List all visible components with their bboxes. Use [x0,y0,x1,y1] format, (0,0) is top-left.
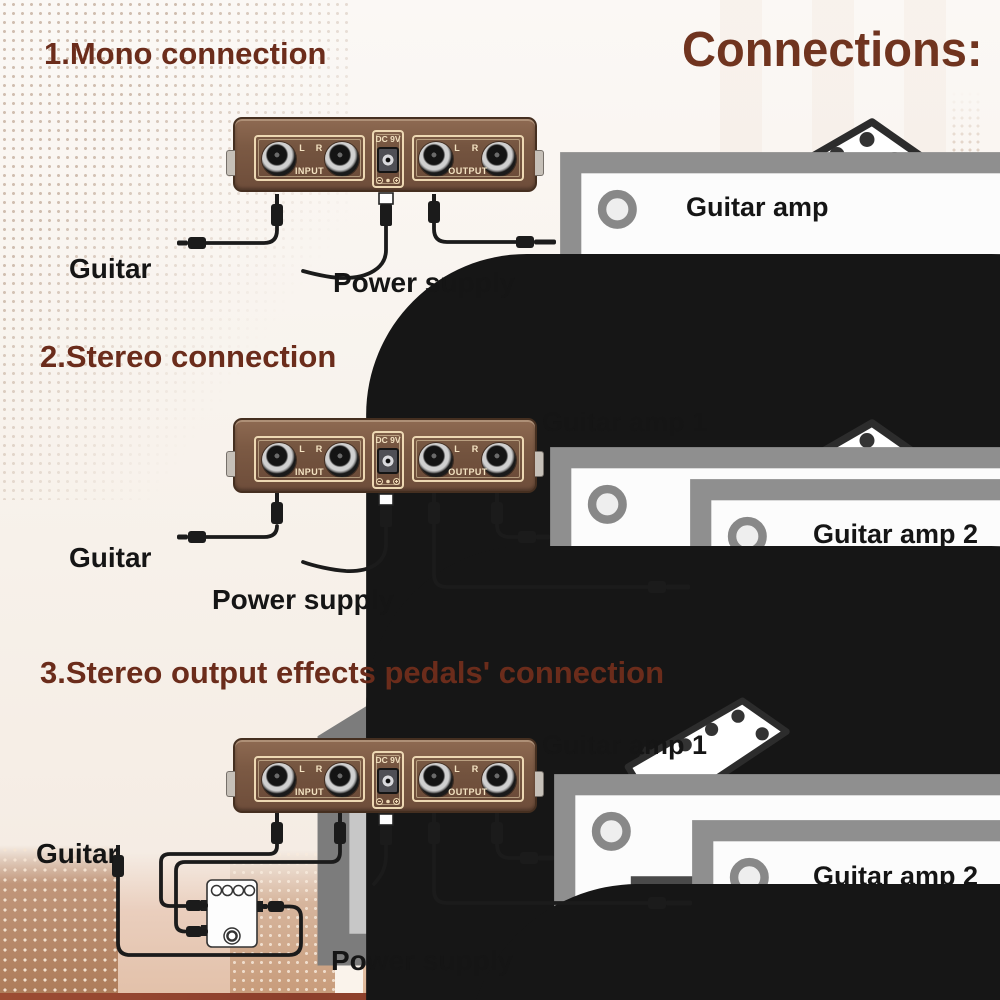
power-supply-label: Power supply [333,267,516,298]
power-supply-label: Power supply [212,584,395,615]
center-negative-polarity-icon [376,798,400,805]
output-jack-left [419,142,453,176]
dc-plug-connector [378,192,394,205]
dc-power-panel: DC 9V [372,751,404,809]
guitar-label: Guitar [36,838,119,869]
power-supply-label: Power supply [331,945,514,976]
section-2-title: 2.Stereo connection [40,339,337,374]
cable-plugs [112,813,692,937]
input-jack-right [325,443,359,477]
section-stereo-artwork [177,422,1000,1000]
output-panel-label: OUTPUT [448,787,488,797]
halftone-dots [0,0,350,500]
guitar-amp-label: Guitar amp [686,192,829,222]
output-jack-left [419,763,453,797]
dc-voltage-label: DC 9V [375,755,401,765]
input-panel: L R INPUT [254,135,365,181]
output-jack-right [482,443,516,477]
output-jack-right [482,763,516,797]
dc-voltage-label: DC 9V [375,134,401,144]
side-jack-left [226,451,235,477]
input-jack-left [262,763,296,797]
side-jack-right [535,771,544,797]
cables [204,522,652,589]
background-band [0,845,118,1000]
left-channel-label: L [454,444,460,454]
left-channel-label: L [299,143,305,153]
left-channel-label: L [454,764,460,774]
stereo-effects-pedal-device: L R INPUT DC 9V L R OUTPUT [226,418,544,493]
dc-power-jack [377,147,399,173]
page-title: Connections: [682,23,983,77]
dc-power-jack [377,448,399,474]
output-jack-left [419,443,453,477]
input-jack-right [325,142,359,176]
side-jack-right [535,451,544,477]
right-channel-label: R [471,444,479,454]
dc-plug-connector [378,493,394,506]
output-panel: L R OUTPUT [412,135,524,181]
section-3-title: 3.Stereo output effects pedals' connecti… [40,655,665,690]
input-panel-label: INPUT [295,467,324,477]
left-channel-label: L [454,143,460,153]
cable-plugs [177,493,690,593]
guitar-amp-2-label: Guitar amp 2 [813,861,979,891]
mono-effects-pedal-illustration [201,879,263,948]
right-channel-label: R [315,444,323,454]
guitar-amp-1-label: Guitar amp 1 [542,407,708,437]
side-jack-left [226,150,235,176]
guitar-amp-1-label: Guitar amp 1 [542,730,708,760]
side-jack-right [535,150,544,176]
dc-power-panel: DC 9V [372,130,404,188]
input-jack-right [325,763,359,797]
input-jack-left [262,142,296,176]
cable-plugs [177,194,556,249]
input-panel: L R INPUT [254,436,365,482]
left-channel-label: L [299,764,305,774]
input-panel: L R INPUT [254,756,365,802]
dc-plug-connector [378,813,394,826]
input-jack-left [262,443,296,477]
output-panel: L R OUTPUT [412,436,524,482]
guitar-label: Guitar [69,253,152,284]
dc-power-panel: DC 9V [372,431,404,489]
section-1-title: 1.Mono connection [44,36,327,71]
guitar-label: Guitar [69,542,152,573]
cables [204,221,520,280]
section-mono-artwork [177,121,1000,1000]
left-channel-label: L [299,444,305,454]
stereo-effects-pedal-device: L R INPUT DC 9V L R OUTPUT [226,117,544,192]
center-negative-polarity-icon [376,478,400,485]
output-panel-label: OUTPUT [448,467,488,477]
section-stereo-pedals-artwork [112,700,1000,1000]
dc-voltage-label: DC 9V [375,435,401,445]
input-panel-label: INPUT [295,166,324,176]
right-channel-label: R [471,143,479,153]
input-panel-label: INPUT [295,787,324,797]
dc-power-jack [377,768,399,794]
center-negative-polarity-icon [376,177,400,184]
right-channel-label: R [315,764,323,774]
side-jack-left [226,771,235,797]
output-panel-label: OUTPUT [448,166,488,176]
guitar-amp-2-label: Guitar amp 2 [813,519,979,549]
right-channel-label: R [471,764,479,774]
cables [116,842,652,957]
right-channel-label: R [315,143,323,153]
stereo-effects-pedal-device: L R INPUT DC 9V L R OUTPUT [226,738,544,813]
output-jack-right [482,142,516,176]
output-panel: L R OUTPUT [412,756,524,802]
